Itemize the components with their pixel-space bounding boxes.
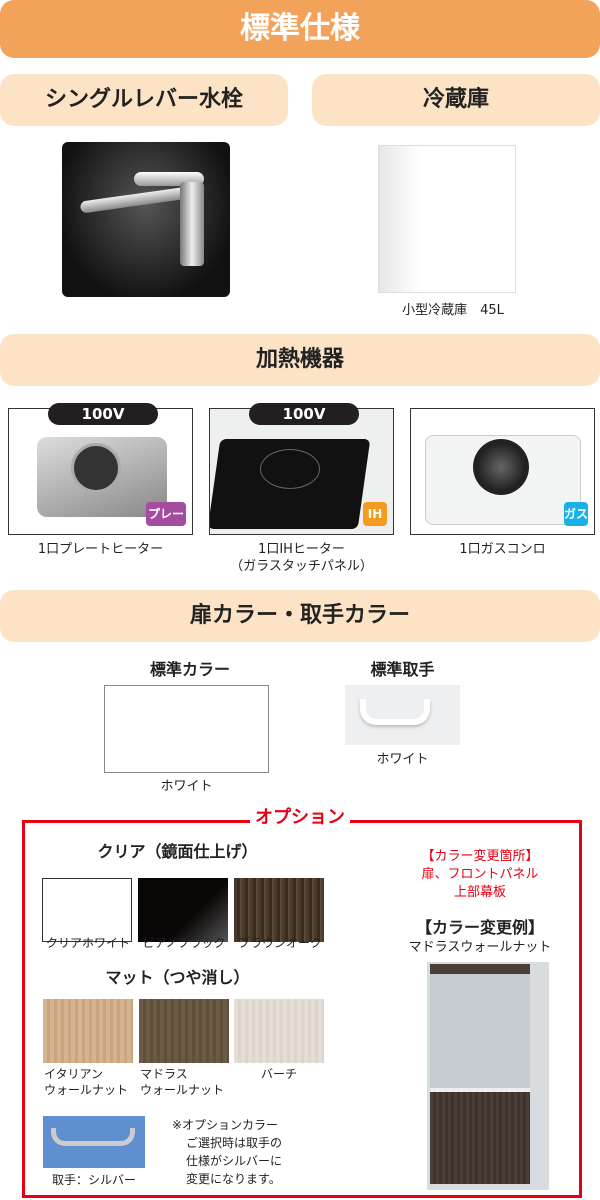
ih-tag: IH <box>363 502 387 526</box>
matt-label: マット（つや消し） <box>105 968 250 987</box>
standard-color-label: 標準カラー <box>149 660 230 679</box>
swatch-brown-oak[interactable] <box>234 878 324 942</box>
note-line: 仕様がシルバーに <box>186 1154 283 1168</box>
note-line: 変更になります。 <box>186 1172 281 1186</box>
swatch-name-2: ウォールナット <box>44 1083 129 1097</box>
heater-caption: 1口プレートヒーター <box>37 542 164 557</box>
section-faucet-header: シングルレバー水栓 <box>0 74 288 126</box>
page-title: 標準仕様 <box>0 0 600 58</box>
heater-caption: 1口IHヒーター <box>258 542 345 557</box>
standard-handle-name: ホワイト <box>376 752 429 767</box>
note-line: ※オプションカラー <box>172 1118 279 1132</box>
standard-handle-label: 標準取手 <box>370 660 435 679</box>
section-fridge-header: 冷蔵庫 <box>312 74 600 126</box>
swatch-name: ブラウンオーク <box>237 936 322 950</box>
change-parts-line: 上部幕板 <box>453 885 506 900</box>
change-parts-line: 【カラー変更箇所】 <box>421 849 539 864</box>
option-note: ※オプションカラー ご選択時は取手の 仕様がシルバーに 変更になります。 <box>172 1116 282 1188</box>
standard-handle-image <box>345 685 460 745</box>
heater-caption-sub: （ガラスタッチパネル） <box>230 559 373 574</box>
swatch-name: バーチ <box>260 1067 297 1081</box>
fridge-image <box>378 145 516 293</box>
gas-stove-card[interactable]: ガス <box>410 408 595 535</box>
swatch-name: クリアホワイト <box>45 936 130 950</box>
swatch-piano-black[interactable] <box>138 878 228 942</box>
silver-handle-image <box>43 1116 145 1168</box>
note-line: ご選択時は取手の <box>186 1136 283 1150</box>
standard-color-swatch <box>104 685 269 773</box>
ih-heater-card[interactable]: IH <box>209 408 394 535</box>
example-name: マドラスウォールナット <box>408 940 552 955</box>
voltage-badge: 100V <box>249 403 359 425</box>
color-change-parts: 【カラー変更箇所】 扉、フロントパネル 上部幕板 <box>390 848 570 902</box>
swatch-birch[interactable] <box>234 999 324 1063</box>
clear-label: クリア（鏡面仕上げ） <box>97 842 258 861</box>
swatch-name: マドラス <box>140 1067 188 1081</box>
swatch-clear-white[interactable] <box>42 878 132 942</box>
swatch-name: イタリアン <box>44 1067 104 1081</box>
plate-heater-card[interactable]: プレート <box>8 408 193 535</box>
swatch-name: ピアノブラック <box>142 936 226 950</box>
section-colors-header: 扉カラー・取手カラー <box>0 590 600 642</box>
plate-tag: プレート <box>146 502 186 534</box>
section-heating-header: 加熱機器 <box>0 334 600 386</box>
example-title: 【カラー変更例】 <box>415 918 544 937</box>
kitchen-example-image <box>427 962 549 1190</box>
faucet-image <box>62 142 230 297</box>
swatch-name-2: ウォールナット <box>140 1083 225 1097</box>
change-parts-line: 扉、フロントパネル <box>421 867 539 882</box>
silver-handle-caption: 取手：シルバー <box>51 1173 136 1187</box>
heater-caption: 1口ガスコンロ <box>459 542 546 557</box>
swatch-italian-walnut[interactable] <box>43 999 133 1063</box>
standard-color-name: ホワイト <box>160 779 213 794</box>
voltage-badge: 100V <box>48 403 158 425</box>
swatch-madras-walnut[interactable] <box>139 999 229 1063</box>
option-title: オプション <box>250 806 350 830</box>
fridge-caption: 小型冷蔵庫 45L <box>402 303 504 318</box>
gas-tag: ガス <box>564 502 588 526</box>
